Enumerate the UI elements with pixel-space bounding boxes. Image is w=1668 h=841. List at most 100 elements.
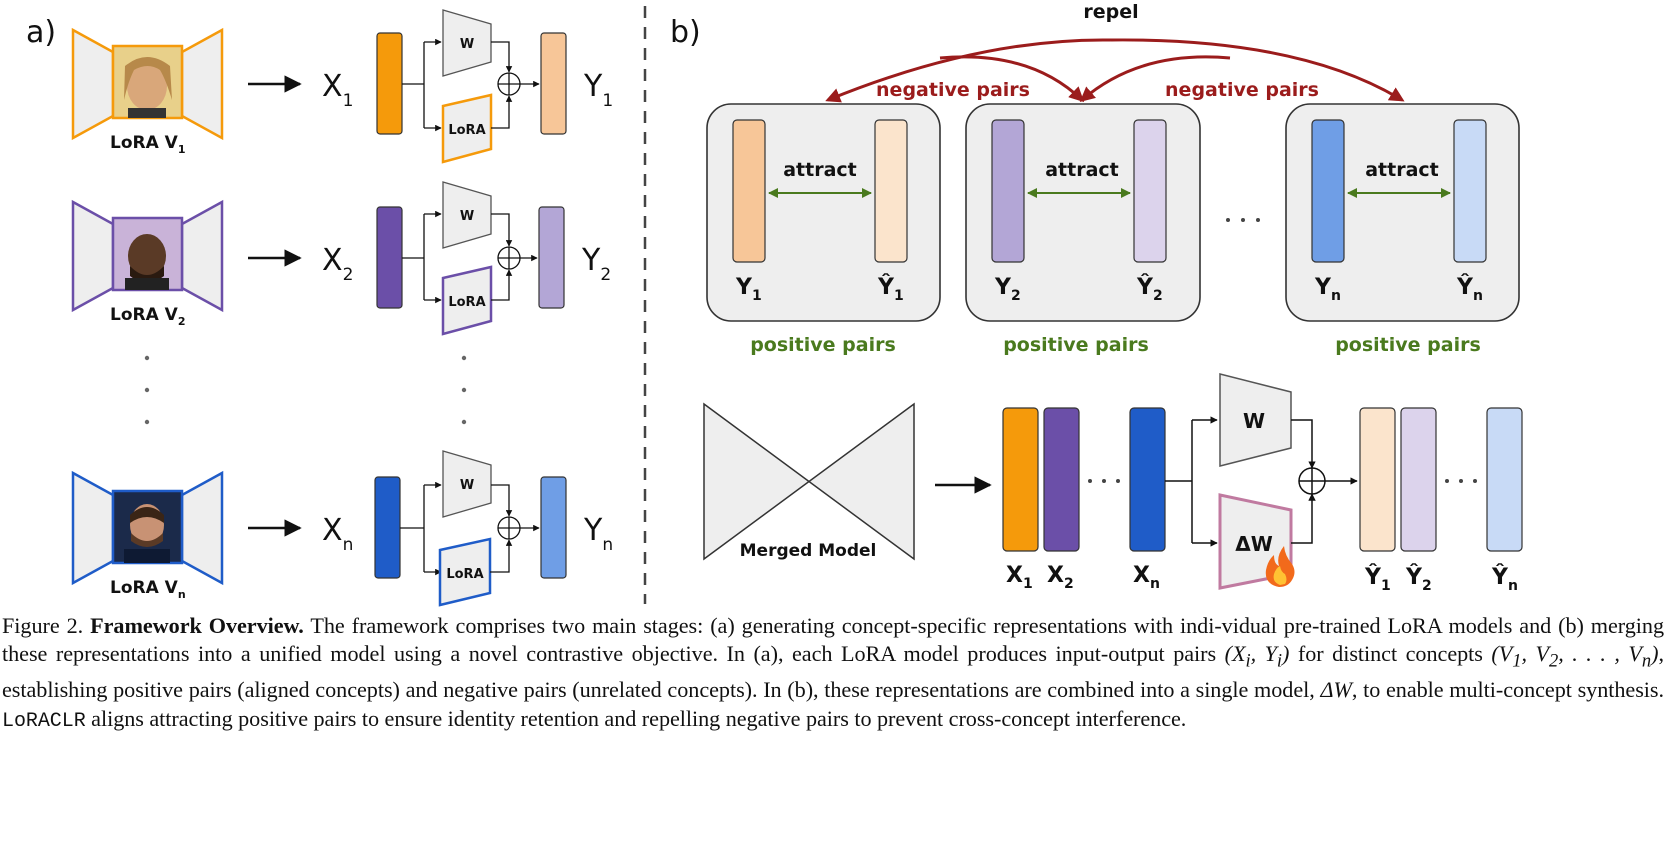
output-bar-y2 bbox=[1400, 407, 1437, 552]
ellipsis-dots bbox=[1445, 479, 1477, 483]
output-bar bbox=[540, 476, 567, 579]
output-bar bbox=[538, 206, 565, 309]
lora-model-shape bbox=[71, 470, 115, 586]
caption-text: , establishing positive pairs (aligned c… bbox=[2, 641, 1664, 703]
caption-text: , to enable multi-concept synthesis. bbox=[1351, 677, 1665, 703]
input-bar-x2 bbox=[1043, 407, 1080, 552]
yhat-label: Ŷn bbox=[1456, 274, 1483, 304]
input-bar bbox=[376, 206, 403, 309]
repel-arrow bbox=[939, 55, 1085, 103]
panel-a-row: LoRA V2 X2 W LoRA Y2 bbox=[71, 181, 611, 336]
lora-adapter-trapezoid bbox=[438, 537, 492, 607]
portrait-icon bbox=[124, 504, 170, 563]
output-label: Y1 bbox=[583, 69, 613, 111]
lora-adapter-label: LoRA bbox=[448, 295, 485, 310]
input-label: X2 bbox=[1047, 563, 1074, 592]
y-label: Y1 bbox=[735, 275, 762, 304]
output-label: Y2 bbox=[581, 243, 611, 285]
repel-arrow bbox=[1110, 38, 1405, 102]
input-label: Xn bbox=[1133, 563, 1160, 592]
lora-label: LoRA Vn bbox=[110, 578, 186, 601]
input-bar-x1 bbox=[1002, 407, 1039, 552]
positive-pair-group: attract Y1 Ŷ1 bbox=[706, 103, 941, 322]
yhat-bar bbox=[1453, 119, 1487, 263]
output-bar-y1 bbox=[1359, 407, 1396, 552]
yhat-label: Ŷ2 bbox=[1136, 274, 1163, 304]
y-bar bbox=[991, 119, 1025, 263]
lora-model-shape bbox=[180, 27, 224, 141]
merged-model-label: Merged Model bbox=[740, 541, 877, 561]
weight-label: W bbox=[460, 37, 474, 52]
y-bar bbox=[1311, 119, 1345, 263]
caption-title: Framework Overview. bbox=[90, 613, 304, 638]
figure-caption: Figure 2. Framework Overview. The framew… bbox=[2, 612, 1664, 736]
weight-trapezoid bbox=[442, 9, 492, 77]
framework-figure: a) LoRA V1 X1 W LoRA Y1 bbox=[26, 1, 1523, 607]
negative-pairs-label: negative pairs bbox=[876, 79, 1030, 101]
positive-pair-group: attract Y2 Ŷ2 bbox=[965, 103, 1201, 322]
weight-label: W bbox=[460, 209, 474, 224]
weight-trapezoid bbox=[442, 181, 492, 249]
attract-label: attract bbox=[1045, 159, 1119, 181]
weight-trapezoid bbox=[442, 450, 492, 518]
y-bar bbox=[732, 119, 766, 263]
branch-lines bbox=[1165, 420, 1193, 543]
ellipsis-dots bbox=[144, 355, 467, 425]
ellipsis-dots bbox=[1226, 218, 1260, 222]
output-bar bbox=[540, 32, 567, 135]
caption-figure-number: Figure 2. bbox=[2, 613, 84, 638]
panel-a-row: LoRA V1 X1 W LoRA Y1 bbox=[71, 9, 613, 164]
input-bar-xn bbox=[1129, 407, 1166, 552]
repel-label: repel bbox=[1083, 1, 1138, 23]
panel-a-label: a) bbox=[26, 15, 56, 50]
repel-arrow bbox=[825, 38, 1112, 103]
output-bar-yn bbox=[1486, 407, 1523, 552]
portrait-icon bbox=[125, 234, 169, 290]
input-label: X2 bbox=[322, 243, 353, 285]
lora-label: LoRA V1 bbox=[110, 133, 186, 156]
yhat-bar bbox=[874, 119, 908, 263]
fire-icon bbox=[1265, 546, 1295, 587]
lora-adapter-label: LoRA bbox=[446, 567, 483, 582]
caption-code: LoRACLR bbox=[2, 709, 86, 733]
lora-model-shape bbox=[71, 199, 115, 313]
weight-label: W bbox=[460, 478, 474, 493]
caption-text: The framework comprises two main stages:… bbox=[2, 613, 1664, 667]
positive-pairs-label: positive pairs bbox=[1003, 334, 1149, 356]
output-label: Ŷ1 bbox=[1364, 564, 1391, 594]
input-label: Xn bbox=[322, 513, 353, 555]
caption-math: (Xi, Yi) bbox=[1224, 641, 1290, 672]
weight-label: W bbox=[1243, 409, 1265, 433]
lora-model-shape bbox=[71, 27, 115, 141]
attract-label: attract bbox=[783, 159, 857, 181]
panel-b-label: b) bbox=[670, 15, 701, 50]
y-label: Yn bbox=[1314, 275, 1341, 304]
positive-pairs-label: positive pairs bbox=[1335, 334, 1481, 356]
merged-model: Merged Model bbox=[703, 402, 915, 561]
input-label: X1 bbox=[322, 69, 353, 111]
lora-adapter-trapezoid bbox=[441, 265, 493, 336]
yhat-label: Ŷ1 bbox=[877, 274, 904, 304]
positive-pairs-label: positive pairs bbox=[750, 334, 896, 356]
caption-text: for distinct concepts bbox=[1297, 641, 1483, 667]
y-label: Y2 bbox=[994, 275, 1021, 304]
lora-adapter-label: LoRA bbox=[448, 123, 485, 138]
yhat-bar bbox=[1133, 119, 1167, 263]
lora-adapter-trapezoid bbox=[441, 93, 493, 164]
delta-w-label: ΔW bbox=[1235, 532, 1273, 556]
caption-math: ΔW bbox=[1320, 677, 1352, 703]
caption-text: aligns attracting positive pairs to ensu… bbox=[91, 705, 1187, 731]
panel-a-row: LoRA Vn Xn W LoRA Yn bbox=[71, 450, 613, 607]
branch-lines bbox=[402, 42, 425, 128]
positive-pair-group: attract Yn Ŷn bbox=[1285, 103, 1520, 322]
portrait-icon bbox=[124, 57, 172, 118]
negative-pairs-label: negative pairs bbox=[1165, 79, 1319, 101]
lora-model-shape bbox=[180, 199, 224, 313]
output-label: Ŷ2 bbox=[1405, 564, 1432, 594]
input-bar bbox=[376, 32, 403, 135]
caption-math: (V1, V2, . . . , Vn) bbox=[1491, 641, 1659, 672]
output-label: Yn bbox=[583, 513, 613, 555]
attract-label: attract bbox=[1365, 159, 1439, 181]
ellipsis-dots bbox=[1088, 479, 1120, 483]
output-label: Ŷn bbox=[1491, 564, 1518, 594]
